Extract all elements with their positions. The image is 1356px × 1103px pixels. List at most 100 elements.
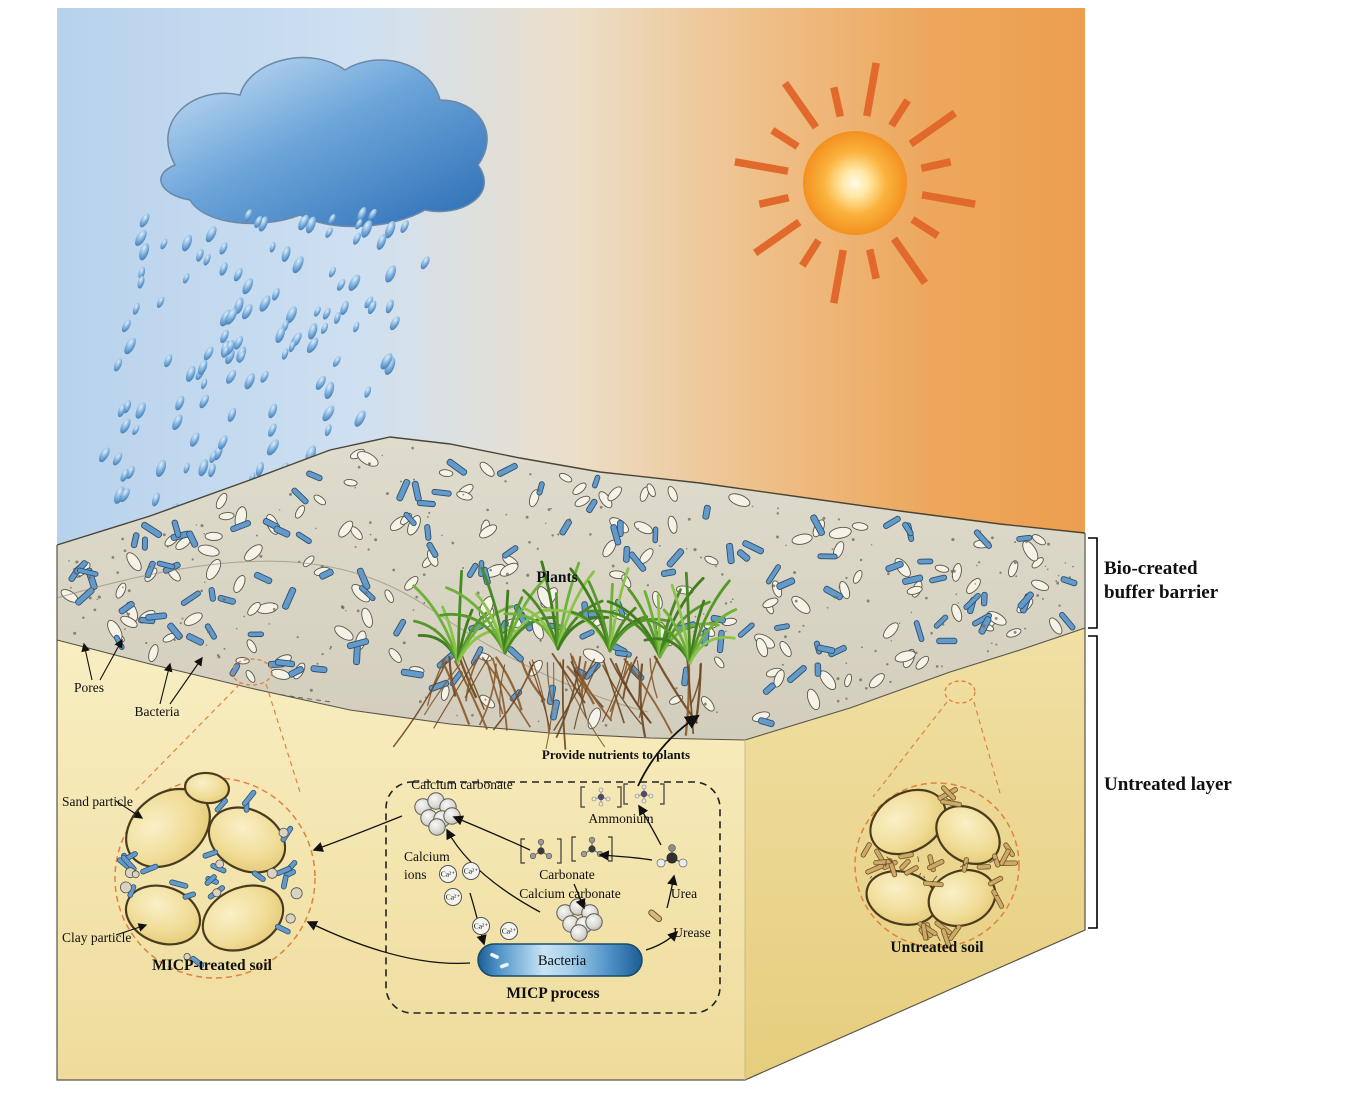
soil-dot	[557, 533, 560, 536]
pore-icon	[148, 644, 159, 663]
atom	[656, 858, 666, 868]
soil-dot	[259, 554, 263, 558]
bacteria-rod-icon	[758, 717, 775, 728]
soil-dot	[372, 597, 375, 600]
rain-drop-icon	[132, 302, 140, 315]
soil-dot	[930, 631, 933, 635]
rain-drop-icon	[333, 312, 341, 324]
bacteria-rod-icon	[241, 789, 257, 807]
plant-root	[440, 658, 471, 725]
bacteria-rod-icon	[426, 541, 439, 558]
clay-rod-icon	[976, 864, 992, 870]
bacteria-rod-icon	[652, 526, 659, 544]
soil-dot	[356, 609, 360, 613]
soil-dot	[702, 613, 705, 615]
zoom-connector-right-2	[973, 701, 1001, 794]
clay-rod-icon	[927, 859, 945, 871]
bracket-icon	[571, 836, 613, 862]
soil-dot	[316, 662, 319, 665]
soil-dot	[217, 655, 221, 659]
rain-drop-icon	[200, 378, 208, 390]
calcium-ion-icon	[439, 865, 457, 883]
soil-dot	[200, 589, 203, 593]
rain-drop-icon	[320, 322, 329, 334]
atom	[529, 852, 537, 860]
bacteria-rod-icon	[319, 568, 334, 580]
soil-dot	[596, 645, 600, 649]
plant-root	[423, 663, 461, 716]
rain-drop-icon	[198, 459, 209, 477]
calcium-ion-icon	[462, 862, 480, 880]
bacteria-rod-icon	[273, 525, 291, 538]
sun-ray-icon	[752, 218, 802, 257]
atom	[641, 784, 647, 790]
rain-drop-icon	[364, 386, 372, 398]
soil-dot	[235, 627, 238, 630]
soil-dot	[93, 608, 97, 612]
bacteria-rod-icon	[913, 620, 925, 643]
pore-icon	[704, 555, 719, 566]
untreated-layer-label: Untreated layer	[1104, 774, 1232, 795]
pore-icon	[828, 526, 852, 539]
soil-dot	[675, 687, 678, 690]
soil-dot	[179, 636, 183, 639]
grass-blade	[556, 570, 595, 651]
soil-dot	[802, 624, 805, 627]
soil-dot	[910, 611, 913, 614]
calcium-ions-label-2: ions	[404, 867, 427, 882]
soil-dot	[296, 636, 299, 639]
pore-icon	[343, 478, 358, 487]
bacteria-rod-icon	[428, 679, 450, 692]
clay-particle-label: Clay particle	[62, 930, 131, 945]
soil-dot	[173, 638, 176, 642]
soil-dot	[111, 555, 115, 559]
sun-ray-icon	[910, 216, 940, 239]
soil-dot	[1072, 565, 1074, 568]
soil-dot	[845, 576, 848, 580]
bacteria-rod-icon	[274, 923, 291, 935]
pore-icon	[934, 564, 950, 573]
soil-dot	[995, 643, 998, 646]
rain-drop-icon	[288, 340, 296, 353]
soil-dot	[268, 623, 271, 625]
grass-blade	[503, 616, 559, 655]
soil-dot	[525, 515, 529, 519]
rain-drop-icon	[233, 268, 243, 282]
pore-icon	[844, 673, 853, 688]
calcium-carbonate-sphere	[428, 818, 446, 836]
bacteria-rod-icon	[140, 863, 159, 875]
soil-dot	[1055, 580, 1058, 583]
soil-dot	[309, 688, 313, 692]
clay-pebble-icon	[120, 881, 132, 894]
grass-blade	[480, 566, 507, 655]
rain-drop-icon	[120, 468, 129, 482]
sun-ray-icon	[734, 158, 789, 175]
plant-root	[460, 653, 485, 710]
pore-icon	[851, 522, 869, 531]
rain-drop-icon	[117, 404, 126, 418]
rain-drop-icon	[269, 241, 276, 253]
carbonate-label: Carbonate	[539, 867, 594, 882]
bacteria-rod-icon	[393, 618, 407, 637]
atom	[537, 838, 545, 846]
pores-arrow-1	[81, 642, 93, 681]
carbonate-molecule-icon	[537, 847, 545, 855]
atom	[545, 852, 553, 860]
plant-root	[545, 662, 555, 750]
sun-ray-icon	[888, 98, 911, 128]
soil-dot	[462, 493, 465, 496]
rain-drop-icon	[292, 256, 304, 274]
clay-pebble-icon	[131, 870, 140, 879]
rain-drop-icon	[205, 226, 217, 243]
pore-icon	[244, 544, 263, 562]
soil-dot	[1041, 597, 1044, 600]
pore-icon	[1031, 534, 1046, 546]
soil-dot	[935, 665, 939, 668]
soil-dot	[96, 598, 98, 601]
calcium-ion-text: Ca²⁺	[502, 927, 517, 936]
bacteria-rod-icon	[786, 664, 807, 684]
pore-icon	[245, 670, 256, 683]
plant-root	[639, 663, 647, 738]
soil-dot	[207, 630, 211, 634]
pore-icon	[1049, 617, 1063, 635]
